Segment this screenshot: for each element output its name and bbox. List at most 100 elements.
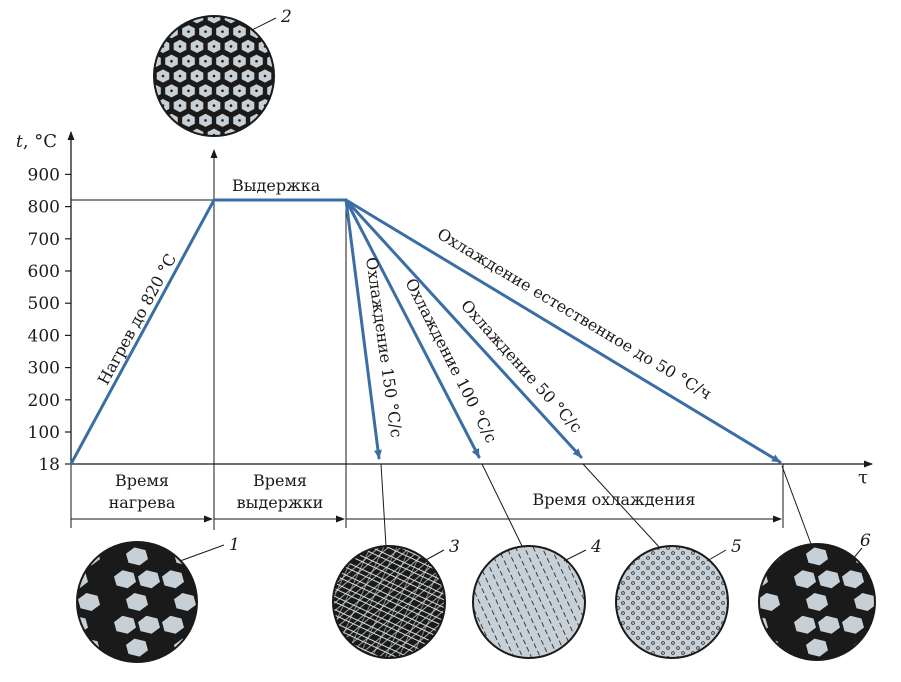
grain-dot	[128, 163, 131, 166]
ferrite-grain	[174, 593, 196, 611]
grain	[293, 99, 306, 112]
grain	[293, 40, 306, 53]
grain-dot	[281, 104, 284, 107]
heating-and-hold-line	[69, 198, 348, 466]
ferrite-grain	[890, 525, 901, 543]
grain-dot	[221, 1, 224, 4]
y-tick-label: 200	[28, 391, 60, 411]
grain-dot	[153, 149, 156, 152]
cooling-label-150: Охлаждение 150 °С/с	[362, 256, 406, 439]
grain	[259, 158, 272, 171]
grain	[276, 129, 289, 142]
grain	[242, 158, 255, 171]
cooling-line-100	[344, 198, 481, 459]
ferrite-grain	[890, 661, 901, 679]
grain-dot	[178, 74, 182, 78]
ferrite-grain	[890, 570, 901, 588]
grain-dot	[212, 74, 216, 78]
grain-dot	[187, 1, 190, 4]
heating-time-label-1: Время	[115, 471, 169, 490]
grain-dot	[238, 89, 241, 93]
ferrite-grain	[54, 639, 76, 657]
y-tick-label: 900	[28, 165, 60, 185]
grain-dot	[246, 133, 250, 136]
grain-dot	[145, 75, 148, 78]
grain-dot	[306, 30, 309, 33]
ferrite-grain	[126, 593, 148, 611]
grain-dot	[272, 1, 275, 4]
cooling-time-label: Время охлаждения	[533, 490, 696, 509]
y-tick-label: 500	[28, 294, 60, 314]
grain	[131, 143, 144, 156]
grain-dot	[255, 149, 258, 152]
hold-label: Выдержка	[232, 176, 321, 195]
grain	[276, 99, 289, 112]
grain-dot	[221, 30, 224, 33]
grain-dot	[196, 163, 199, 166]
grain-dot	[204, 59, 207, 63]
grain-dot	[212, 104, 216, 107]
grain-dot	[298, 104, 301, 107]
grain-dot	[272, 119, 274, 122]
y-axis-symbol: t	[16, 132, 23, 152]
structure-number-6: 6	[860, 531, 871, 551]
grain-dot	[154, 119, 156, 122]
grain	[276, 158, 289, 171]
grain-dot	[238, 1, 241, 4]
ferrite-grain	[806, 547, 828, 566]
ferrite-grain	[222, 639, 244, 657]
structure-number-2: 2	[280, 7, 292, 27]
ferrite-grain	[710, 547, 732, 565]
y-tick-label: 100	[28, 423, 60, 443]
grain	[293, 69, 306, 82]
ferrite-grain	[78, 502, 100, 520]
grain	[284, 25, 297, 38]
grain-dot	[281, 75, 284, 78]
grain-dot	[272, 149, 275, 152]
ferrite-grain	[138, 615, 160, 634]
grain-dot	[281, 45, 284, 48]
grain	[140, 129, 153, 142]
grain-dot	[229, 45, 233, 48]
ferrite-grain	[198, 502, 220, 520]
grain-dot	[298, 16, 301, 19]
ferrite-grain	[842, 661, 864, 679]
grain-dot	[128, 45, 131, 48]
grain-dot	[289, 89, 292, 92]
grain-dot	[136, 89, 139, 92]
grain-dot	[154, 30, 156, 33]
microstructure-5: 5	[615, 537, 742, 659]
microstructure-4: 4	[472, 537, 602, 659]
leader-5	[582, 463, 661, 549]
cooling-label-100: Охлаждение 100 °С/с	[401, 275, 501, 446]
grain-dot	[263, 74, 267, 78]
ferrite-grain	[126, 547, 148, 566]
grain	[267, 113, 274, 127]
grain-dot	[230, 163, 233, 166]
grain-dot	[246, 74, 250, 78]
grain	[173, 16, 187, 24]
grain-dot	[263, 133, 267, 136]
grain-dot	[178, 16, 182, 19]
grain-dot	[195, 104, 199, 107]
grain	[123, 158, 136, 171]
ferrite-grain	[746, 661, 768, 679]
ferrite-grain	[710, 502, 732, 520]
structure-number-4: 4	[590, 537, 602, 557]
grain-dot	[195, 74, 199, 78]
grain-dot	[204, 119, 207, 122]
time-intervals: Время нагрева Время выдержки Время охлаж…	[71, 471, 782, 523]
ferrite-grain	[890, 616, 901, 634]
grain	[191, 158, 204, 171]
x-axis-label: τ	[858, 467, 868, 488]
grain	[157, 158, 170, 171]
grain-dot	[128, 134, 131, 137]
grain-dot	[221, 89, 224, 93]
y-axis-unit: , °C	[23, 131, 57, 152]
grain-dot	[306, 149, 309, 152]
grain-dot	[178, 45, 182, 48]
ferrite-grain	[758, 502, 780, 520]
ferrite-grain	[818, 661, 840, 679]
grain-dot	[170, 1, 173, 4]
